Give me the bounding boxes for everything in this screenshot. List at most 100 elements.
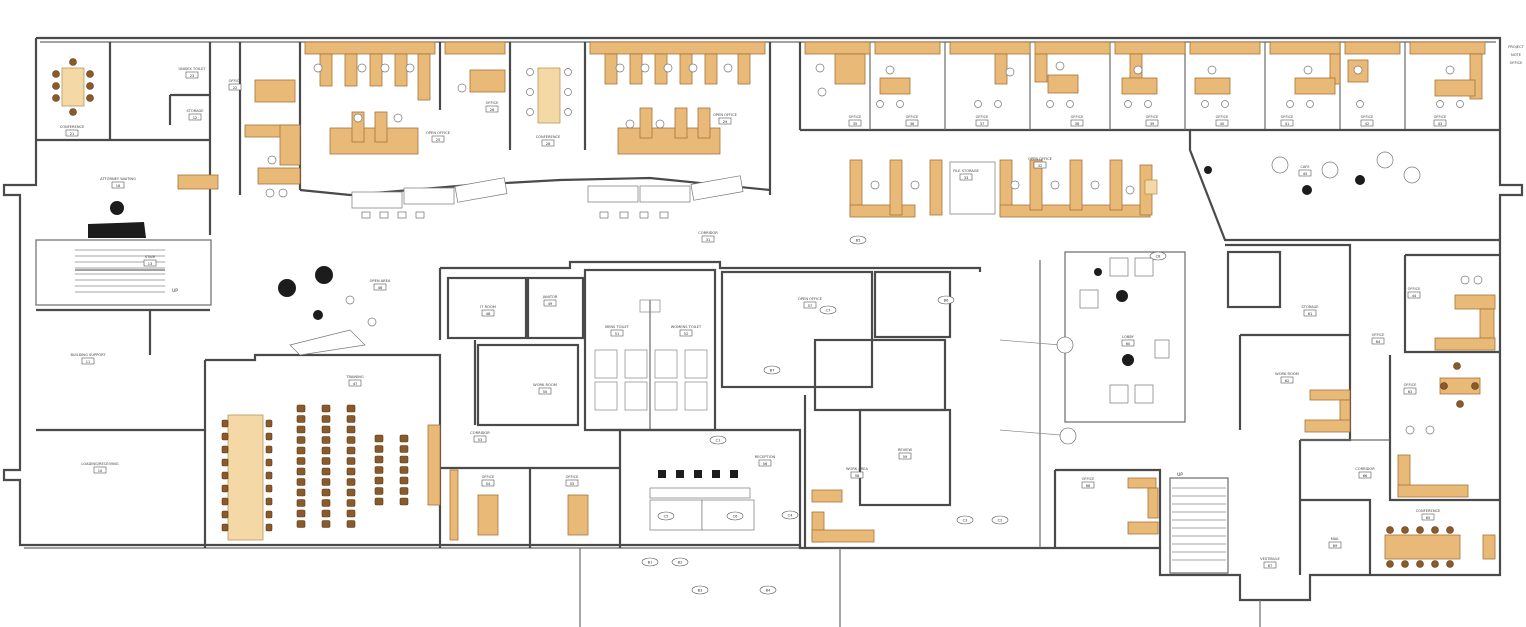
training-seat [321, 446, 331, 455]
training-side-seat [221, 523, 229, 532]
offices-south-furniture [449, 469, 875, 543]
room-number-tag [111, 181, 125, 189]
training-seat [399, 434, 409, 443]
corridor-desks [351, 175, 744, 219]
room-number-tag [473, 435, 487, 443]
callout-key: C7 [826, 308, 831, 312]
room-number: 67 [1268, 564, 1273, 568]
room-name: BUILDING SUPPORT [70, 353, 106, 357]
room-number: 33 [964, 176, 969, 180]
training-seat [296, 488, 306, 497]
room-number: 55 [570, 482, 575, 486]
room-number-tag [718, 117, 732, 125]
training-seat [346, 509, 356, 518]
room-number: 12 [193, 116, 198, 120]
room-name: CONFERENCE [536, 135, 561, 139]
chairs-north [265, 63, 733, 198]
room-number-tag [431, 135, 445, 143]
room-number-tag [1303, 309, 1317, 317]
room-number: 10 [98, 469, 103, 473]
room-number-tag [850, 471, 864, 479]
room-name: ATTORNEY WAITING [100, 177, 136, 181]
room-number: 38 [1075, 122, 1080, 126]
room-number-tag [1081, 481, 1095, 489]
room-name: STORAGE [186, 109, 204, 113]
chairs-northeast [815, 61, 1464, 108]
chairs-open-office [870, 180, 1135, 195]
room-number-tag [1298, 169, 1312, 177]
room-number-tag [65, 129, 79, 137]
training-seat [346, 499, 356, 507]
room-number: 26 [490, 108, 495, 112]
room-number: 31 [706, 238, 711, 242]
training-seat [296, 457, 306, 465]
room-number-tag [543, 299, 557, 307]
training-side-seat [221, 484, 229, 493]
room-name: OFFICE [566, 475, 580, 479]
conference-table-nw [52, 58, 94, 116]
reception-west [88, 174, 219, 238]
room-number: 68 [1086, 484, 1091, 488]
room-number-tag [541, 139, 555, 147]
training-seat [321, 467, 331, 476]
room-name: WOMENS TOILET [671, 325, 702, 329]
room-name: OPEN AREA [370, 279, 391, 283]
training-side-seat [265, 484, 273, 493]
callout-key: C1 [716, 438, 721, 442]
room-number-tag [1070, 119, 1084, 127]
room-name: OFFICE [1372, 333, 1386, 337]
room-name: MENS TOILET [605, 325, 630, 329]
room-number: 36 [910, 122, 915, 126]
callout-bubble [991, 515, 1009, 525]
training-seat [399, 455, 409, 464]
training-side-seat [221, 510, 229, 519]
callout-bubble [726, 511, 744, 521]
training-seat [374, 455, 384, 464]
room-number-tag [898, 452, 912, 460]
training-seat [321, 457, 331, 465]
room-number: 69 [1333, 544, 1338, 548]
room-number: 63 [1408, 390, 1413, 394]
room-number: 29 [723, 120, 728, 124]
training-seats [221, 404, 409, 532]
callout-bubble [641, 557, 659, 567]
room-number: 56 [763, 462, 768, 466]
room-number-tag [1263, 561, 1277, 569]
reception-center [649, 470, 755, 531]
chairs-east [1386, 275, 1483, 568]
training-seat [399, 476, 409, 485]
room-name: OFFICE [1361, 115, 1375, 119]
room-number-tag [481, 309, 495, 317]
room-number: 39 [1150, 122, 1155, 126]
room-number: 13 [148, 262, 153, 266]
callout-bubble [956, 515, 974, 525]
training-side-seat [265, 510, 273, 519]
training-seat [399, 466, 409, 474]
room-number: 58 [855, 474, 860, 478]
room-name: REVIEW [898, 448, 913, 452]
room-name: VESTIBULE [1260, 557, 1280, 561]
training-seat [321, 404, 331, 413]
room-name: UNISEX TOILET [178, 67, 206, 71]
training-seat [296, 499, 306, 507]
